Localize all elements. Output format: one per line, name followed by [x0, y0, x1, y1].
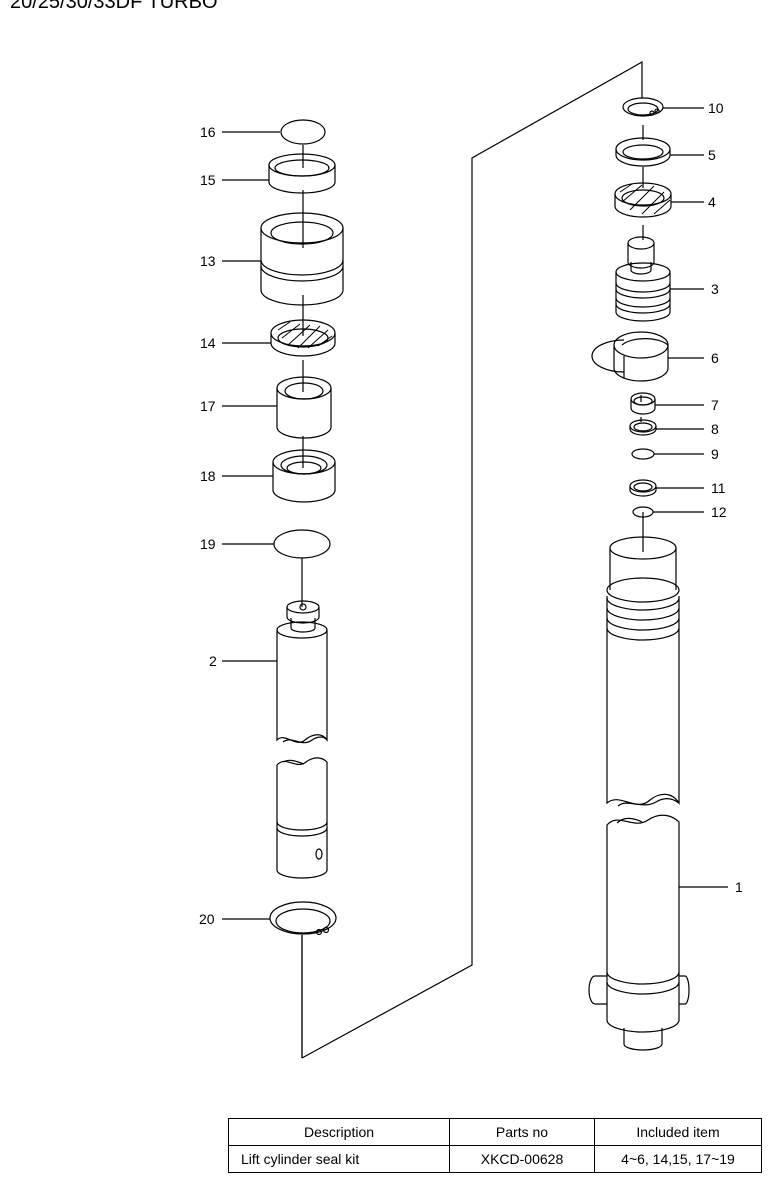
cell-parts-no: XKCD-00628 — [449, 1145, 595, 1173]
part-callout-labels: 16 15 13 14 17 18 19 2 20 10 5 4 3 6 7 8… — [199, 100, 743, 927]
part-2-piston-rod — [276, 600, 328, 879]
callout-8: 8 — [711, 421, 719, 437]
part-18-seal — [272, 449, 336, 503]
callout-7: 7 — [711, 397, 719, 413]
callout-1: 1 — [735, 879, 743, 895]
callout-18: 18 — [200, 468, 216, 484]
callout-2: 2 — [209, 653, 217, 669]
callout-19: 19 — [200, 536, 216, 552]
callout-11: 11 — [711, 480, 726, 496]
callout-20: 20 — [199, 911, 215, 927]
part-13-cylinder-head — [260, 212, 344, 306]
callout-15: 15 — [200, 172, 216, 188]
header-included-item: Included item — [594, 1118, 762, 1146]
callout-4: 4 — [708, 194, 716, 210]
part-15-bushing — [268, 153, 336, 194]
part-8-ring — [629, 419, 657, 436]
cell-included-item: 4~6, 14,15, 17~19 — [594, 1145, 762, 1173]
part-19-o-ring — [273, 529, 331, 559]
callout-14: 14 — [200, 335, 216, 351]
callout-17: 17 — [200, 398, 216, 414]
callout-5: 5 — [708, 147, 716, 163]
callout-3: 3 — [711, 281, 719, 297]
part-14-wiper-seal — [270, 319, 336, 357]
exploded-parts-diagram: 16 15 13 14 17 18 19 2 20 10 5 4 3 6 7 8… — [199, 60, 743, 1059]
callout-13: 13 — [200, 253, 216, 269]
header-description: Description — [228, 1118, 450, 1146]
part-20-snap-ring — [269, 901, 337, 936]
part-4-seal — [614, 182, 672, 218]
page-title: 20/25/30/33DF TURBO — [10, 0, 218, 13]
part-3-piston — [615, 236, 671, 322]
header-parts-no: Parts no — [449, 1118, 595, 1146]
part-5-ring — [615, 137, 671, 167]
seal-kit-table: Description Parts no Included item Lift … — [228, 1118, 762, 1173]
part-1-cylinder-tube — [588, 536, 690, 1051]
table-row: Lift cylinder seal kit XKCD-00628 4~6, 1… — [228, 1145, 762, 1173]
callout-10: 10 — [708, 100, 724, 116]
part-17-bushing — [276, 376, 332, 439]
part-9-o-ring — [631, 448, 655, 460]
callout-12: 12 — [711, 504, 727, 520]
callout-16: 16 — [200, 124, 216, 140]
part-11-ring — [629, 479, 657, 497]
table-header-row: Description Parts no Included item — [228, 1118, 762, 1146]
part-6-ring — [591, 331, 669, 382]
part-7-ring — [630, 392, 656, 415]
part-10-snap-ring — [622, 97, 664, 117]
cell-description: Lift cylinder seal kit — [228, 1145, 450, 1173]
leader-lines — [222, 107, 728, 920]
callout-9: 9 — [711, 446, 719, 462]
part-16-o-ring — [280, 119, 326, 145]
callout-6: 6 — [711, 350, 719, 366]
